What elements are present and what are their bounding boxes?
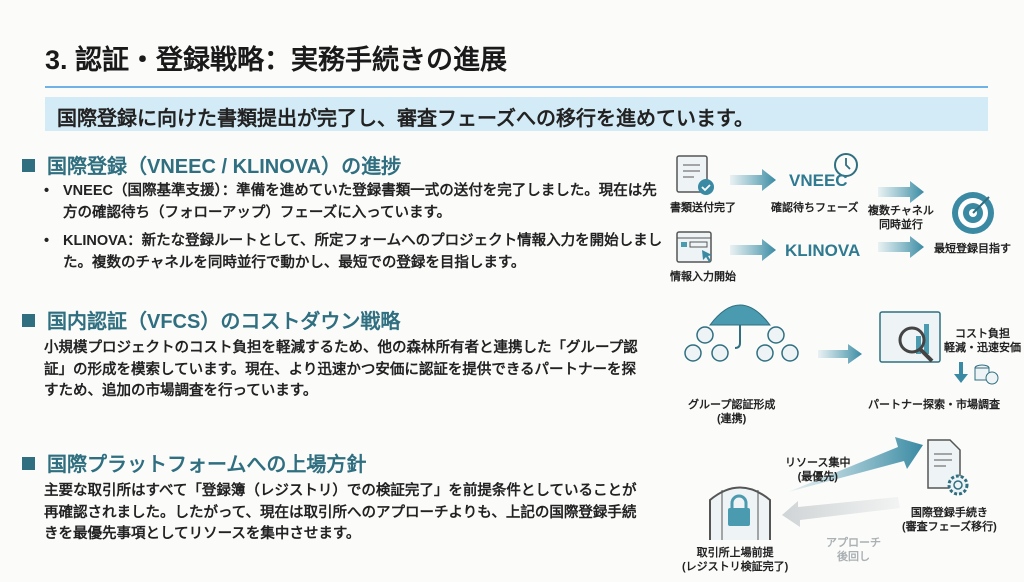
summary-text: 国際登録に向けた書類提出が完了し、審査フェーズへの移行を進めています。 — [57, 108, 754, 130]
arrow-icon — [878, 181, 924, 203]
domestic-cert-body: 小規模プロジェクトのコスト負担を軽減するため、他の森林所有者と連携した「グループ… — [44, 340, 638, 399]
clock-icon — [834, 153, 858, 177]
label-line: リソース集中 — [785, 457, 851, 469]
search-analytics-icon — [879, 311, 941, 363]
down-arrow-icon — [954, 362, 968, 383]
label-line: 国際登録手続き — [910, 507, 988, 519]
page-title: 3. 認証・登録戦略：実務手続きの進展 — [45, 45, 508, 75]
label-line: グループ認証形成 — [688, 399, 776, 411]
heading-text: 国際プラットフォームへの上場方針 — [47, 454, 367, 476]
locked-gate-icon — [709, 486, 771, 540]
label-line: (レジストリ検証完了) — [682, 561, 789, 573]
label-klinova: KLINOVA — [785, 241, 861, 260]
title-divider — [45, 86, 988, 88]
label-approach-deferred: アプローチ後回し — [826, 536, 881, 564]
label-line: (最優先) — [797, 471, 838, 483]
coins-icon — [974, 364, 999, 385]
bullet-klinova: KLINOVA：新たな登録ルートとして、所定フォームへのプロジェクト情報入力を開… — [44, 231, 664, 274]
label-group-cert: グループ認証形成 (連携) — [688, 398, 775, 426]
label-docs-sent: 書類送付完了 — [670, 202, 736, 214]
document-check-icon — [676, 155, 714, 195]
label-line: 取引所上場前提 — [696, 547, 774, 559]
label-line: 後回し — [837, 551, 870, 563]
label-vneec: VNEEC — [789, 171, 848, 190]
bullet-vneec: VNEEC（国際基準支援）：準備を進めていた登録書類一式の送付を完了しました。現… — [44, 181, 664, 224]
section-heading-intl-registration: 国際登録（VNEEC / KLINOVA）の進捗 — [22, 150, 401, 179]
label-resource-focus: リソース集中 (最優先) — [785, 456, 850, 484]
approach-deferred-arrow — [782, 497, 900, 527]
label-line: 同時並行 — [878, 219, 923, 231]
label-line: コスト負担 — [955, 328, 1010, 340]
label-goal: 最短登録目指す — [934, 243, 1011, 255]
label-parallel: 複数チャネル同時並行 — [868, 204, 934, 232]
label-cost-reduction: コスト負担軽減・迅速安価 — [944, 327, 1021, 355]
section-heading-listing-policy: 国際プラットフォームへの上場方針 — [22, 448, 366, 477]
arrow-icon — [878, 236, 924, 258]
label-partner-search: パートナー探索・市場調査 — [868, 399, 1000, 411]
summary-banner: 国際登録に向けた書類提出が完了し、審査フェーズへの移行を進めています。 — [45, 97, 988, 131]
document-gear-icon — [927, 439, 969, 496]
arrow-icon — [730, 239, 776, 261]
intl-registration-bullets: VNEEC（国際基準支援）：準備を進めていた登録書類一式の送付を完了しました。現… — [44, 181, 664, 281]
umbrella-group-icon — [684, 304, 799, 362]
label-line: 複数チャネル — [868, 205, 934, 217]
label-line: アプローチ — [826, 537, 881, 549]
section-heading-domestic-cert: 国内認証（VFCS）のコストダウン戦略 — [22, 305, 400, 334]
square-bullet-icon — [22, 159, 35, 172]
label-line: (審査フェーズ移行) — [902, 521, 997, 533]
heading-text: 国内認証（VFCS）のコストダウン戦略 — [47, 311, 401, 333]
target-icon — [952, 192, 994, 234]
label-line: 軽減・迅速安価 — [944, 342, 1021, 354]
diagram-graphics — [676, 153, 999, 540]
label-exchange-listing: 取引所上場前提 (レジストリ検証完了) — [682, 546, 788, 574]
listing-policy-body: 主要な取引所はすべて「登録簿（レジストリ）での検証完了」を前提条件としていること… — [44, 483, 637, 542]
square-bullet-icon — [22, 314, 35, 327]
web-form-cursor-icon — [676, 231, 712, 263]
heading-text: 国際登録（VNEEC / KLINOVA）の進捗 — [47, 156, 402, 178]
square-bullet-icon — [22, 457, 35, 470]
resource-focus-arrow — [788, 437, 923, 492]
label-waiting-phase: 確認待ちフェーズ — [771, 202, 859, 214]
label-line: (連携) — [717, 413, 747, 425]
arrow-icon — [818, 344, 862, 364]
label-intl-procedure: 国際登録手続き (審査フェーズ移行) — [902, 506, 997, 534]
arrow-icon — [730, 169, 776, 191]
label-input-start: 情報入力開始 — [670, 271, 736, 283]
